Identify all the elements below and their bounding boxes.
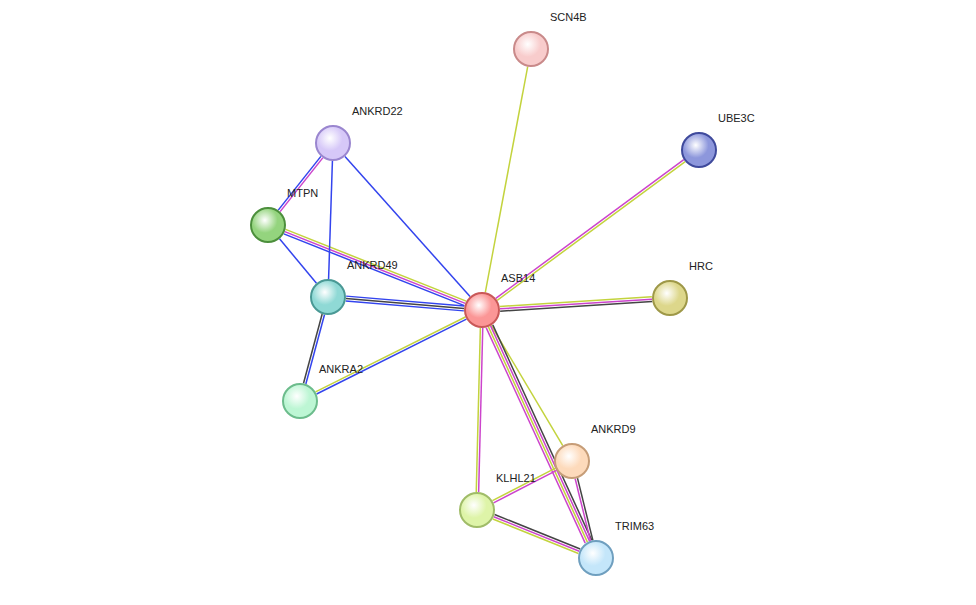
evidence-line (493, 519, 579, 554)
evidence-line (500, 302, 652, 312)
interaction-edge (493, 515, 580, 554)
interaction-edge (476, 328, 482, 492)
node-label: ASB14 (501, 272, 535, 285)
node-label: HRC (689, 260, 713, 273)
evidence-line (495, 515, 581, 550)
interaction-edge (486, 325, 592, 543)
evidence-line (346, 299, 464, 309)
evidence-line (316, 317, 466, 392)
evidence-line (345, 156, 470, 296)
protein-node: KLHL21 (459, 492, 495, 528)
node-label: SCN4B (550, 11, 587, 24)
interaction-edge (316, 317, 467, 394)
evidence-line (577, 478, 592, 540)
node-label: KLHL21 (496, 472, 536, 485)
evidence-line (496, 160, 684, 299)
evidence-line (280, 158, 323, 212)
protein-node: ANKRD49 (310, 279, 346, 315)
interaction-edge (575, 478, 593, 541)
evidence-line (329, 161, 333, 279)
evidence-line (493, 325, 592, 540)
protein-node: TRIM63 (578, 540, 614, 576)
protein-node: HRC (652, 280, 688, 316)
node-label: UBE3C (718, 112, 755, 125)
evidence-line (486, 328, 585, 543)
interaction-edge (280, 239, 317, 283)
interaction-edge (346, 296, 465, 311)
evidence-line (494, 517, 580, 552)
interaction-edge (329, 161, 333, 279)
evidence-line (476, 328, 480, 492)
evidence-line (280, 239, 317, 283)
interaction-edge (345, 156, 470, 296)
protein-node: MTPN (250, 207, 286, 243)
node-label: ANKRD49 (347, 259, 398, 272)
evidence-line (500, 299, 652, 309)
node-label: MTPN (287, 187, 318, 200)
interaction-edge (485, 67, 527, 293)
protein-node: SCN4B (513, 31, 549, 67)
evidence-line (491, 326, 590, 541)
protein-node: ASB14 (464, 292, 500, 328)
evidence-line (485, 67, 527, 293)
evidence-line (492, 468, 555, 500)
protein-node: ANKRD22 (315, 125, 351, 161)
evidence-line (575, 479, 590, 541)
protein-node: ANKRD9 (554, 443, 590, 479)
interaction-edge (500, 297, 652, 311)
evidence-line (346, 296, 464, 306)
node-label: TRIM63 (615, 520, 654, 533)
evidence-line (500, 297, 652, 307)
evidence-line (278, 156, 321, 210)
node-label: ANKRA2 (319, 363, 363, 376)
node-label: ANKRD9 (591, 423, 636, 436)
interaction-edge (492, 468, 556, 503)
evidence-line (488, 327, 587, 542)
node-label: ANKRD22 (352, 105, 403, 118)
evidence-line (497, 162, 685, 301)
interaction-edge (496, 160, 685, 301)
protein-node: UBE3C (681, 132, 717, 168)
protein-node: ANKRA2 (282, 383, 318, 419)
evidence-line (346, 301, 464, 311)
evidence-line (317, 319, 467, 394)
evidence-line (494, 470, 557, 502)
interaction-edge (278, 156, 323, 211)
